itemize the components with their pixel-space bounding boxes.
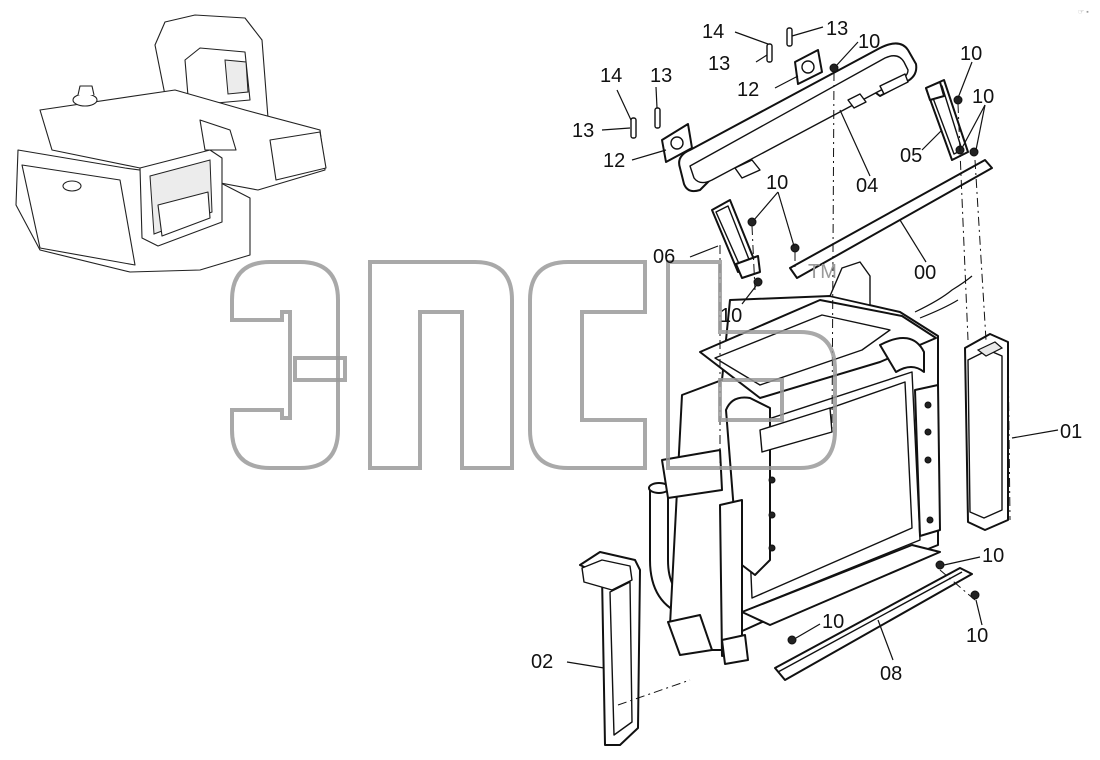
callout-10-bottom: 10 bbox=[822, 611, 844, 633]
callout-13-top-left: 13 bbox=[708, 53, 730, 75]
callout-10-top: 10 bbox=[858, 31, 880, 53]
callout-10-mid: 10 bbox=[766, 172, 788, 194]
machine-locator-view bbox=[15, 14, 327, 273]
assembly-center-lines bbox=[617, 71, 1011, 706]
callout-04: 04 bbox=[856, 175, 878, 197]
callout-13-left-top: 13 bbox=[650, 65, 672, 87]
callout-14-left: 14 bbox=[600, 65, 622, 87]
callout-13-top-right: 13 bbox=[826, 18, 848, 40]
callout-00: 00 bbox=[914, 262, 936, 284]
callout-14-top: 14 bbox=[702, 21, 724, 43]
corner-mark: ☞ ▪ bbox=[1078, 9, 1089, 16]
part-04-top-cover-plate bbox=[678, 42, 918, 193]
callout-08: 08 bbox=[880, 663, 902, 685]
part-08-bottom-rail bbox=[774, 567, 973, 681]
callout-labels: 14 13 13 12 14 13 13 12 10 10 10 05 04 1… bbox=[531, 18, 1082, 685]
callout-10-lower-right: 10 bbox=[982, 545, 1004, 567]
radiator-assembly bbox=[648, 261, 973, 665]
callout-06: 06 bbox=[653, 246, 675, 268]
part-12-13-14-pads-pins bbox=[630, 27, 823, 163]
callout-02: 02 bbox=[531, 651, 553, 673]
callout-10-bottom-right: 10 bbox=[966, 625, 988, 647]
part-01-right-side-cover bbox=[964, 333, 1009, 531]
part-00-rail bbox=[789, 159, 993, 279]
watermark-trademark: TM bbox=[808, 261, 837, 283]
watermark-logo: TM bbox=[230, 260, 837, 470]
callout-05: 05 bbox=[900, 145, 922, 167]
callout-12-top: 12 bbox=[737, 79, 759, 101]
callout-leaders bbox=[566, 26, 1059, 669]
callout-12-left: 12 bbox=[603, 150, 625, 172]
callout-10-right: 10 bbox=[972, 86, 994, 108]
callout-13-left: 13 bbox=[572, 120, 594, 142]
callout-10-top-right: 10 bbox=[960, 43, 982, 65]
part-02-left-side-cover bbox=[579, 551, 641, 746]
callout-01: 01 bbox=[1060, 421, 1082, 443]
callout-10-lower-left: 10 bbox=[720, 305, 742, 327]
